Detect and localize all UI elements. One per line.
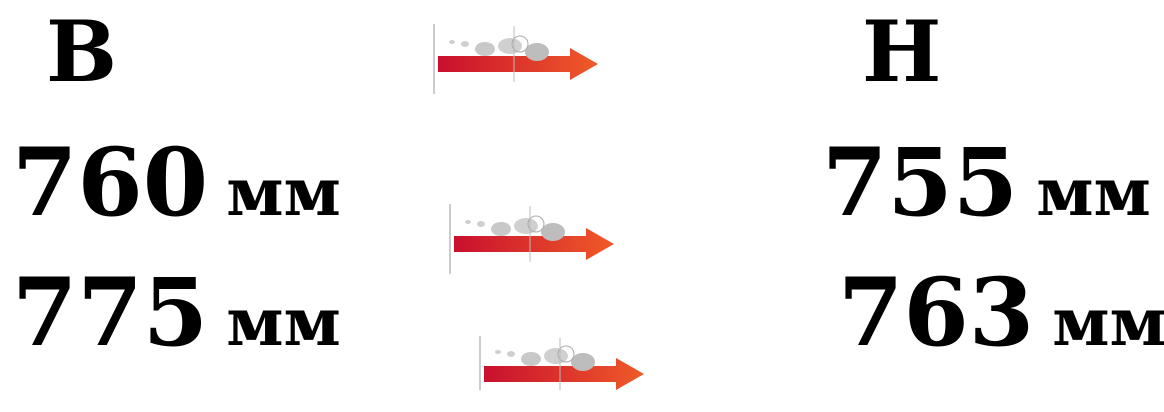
wind-arrow-svg <box>476 332 676 392</box>
left-column-letter: В <box>46 10 117 94</box>
right-value-1-unit: мм <box>1036 153 1151 231</box>
wind-arrow-svg <box>446 196 646 276</box>
left-value-1-number: 760 <box>12 128 208 238</box>
left-value-2-number: 775 <box>12 258 208 368</box>
right-column-letter: Н <box>862 10 941 94</box>
right-value-2-number: 763 <box>838 258 1034 368</box>
left-value-2-unit: мм <box>226 283 341 361</box>
wind-arrow-icon <box>446 196 646 276</box>
wind-arrow-svg <box>430 16 630 96</box>
right-value-1-number: 755 <box>822 128 1018 238</box>
wind-arrow-icon <box>476 332 676 412</box>
left-value-1-unit: мм <box>226 153 341 231</box>
right-value-2-unit: мм <box>1052 283 1164 361</box>
wind-arrow-icon <box>430 16 630 96</box>
